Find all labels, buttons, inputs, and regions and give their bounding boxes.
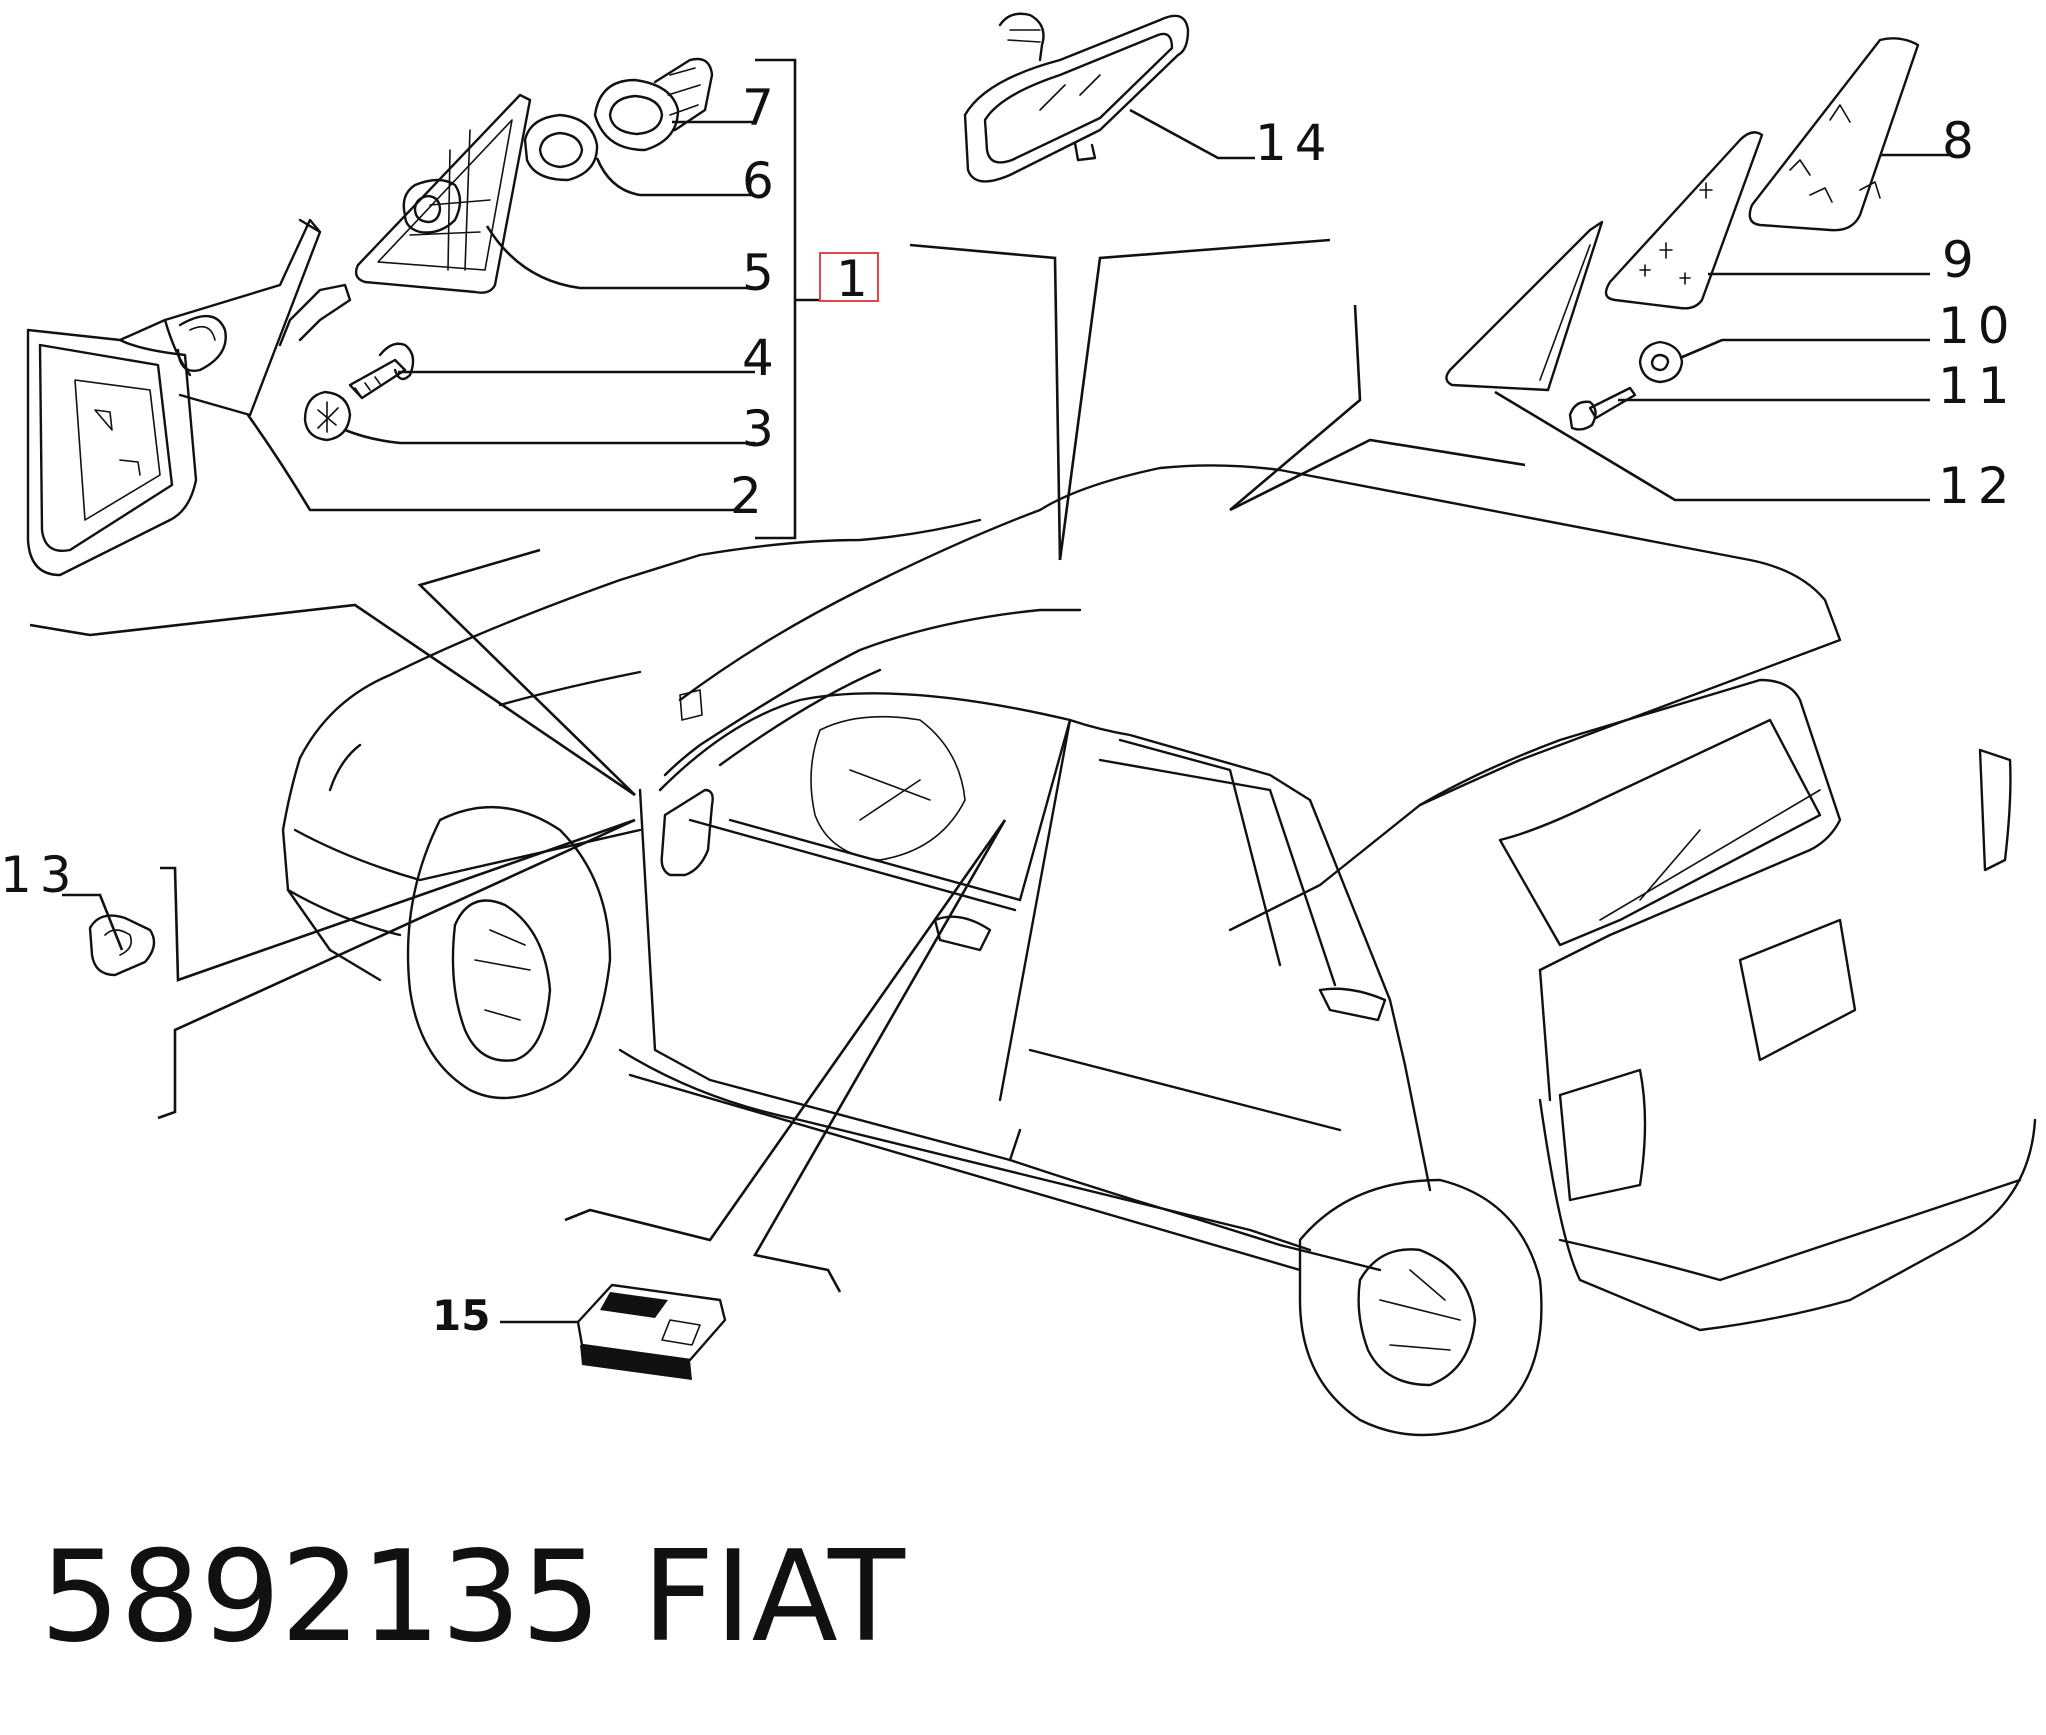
exterior-mirror-housing — [26, 218, 352, 577]
quarter-trim-cover — [1748, 37, 1920, 232]
callout-9: 9 — [1942, 231, 1982, 289]
mirror-grommet — [523, 113, 599, 182]
mirror-washer — [303, 390, 352, 442]
car-illustration — [281, 464, 2037, 1437]
callout-leaders-quarter — [1494, 153, 1950, 502]
callout-10: 10 — [1938, 297, 2018, 355]
door-clip — [62, 893, 156, 977]
callout-8: 8 — [1942, 112, 1982, 170]
brand-name: FIAT — [642, 1523, 906, 1670]
callout-leaders-mirror — [246, 58, 820, 540]
quarter-screw — [1568, 386, 1637, 431]
callout-7: 7 — [742, 79, 782, 137]
callout-2: 2 — [730, 467, 770, 525]
quarter-washer — [1638, 340, 1684, 384]
mirror-control-switch — [500, 1283, 727, 1380]
callout-15: 15 — [432, 1291, 490, 1340]
rearview-mirror — [963, 12, 1255, 183]
car-pointer-lines — [29, 238, 1526, 1293]
callout-1: 1 — [836, 250, 876, 308]
mirror-adjust-knob-cover — [593, 57, 714, 152]
callout-3: 3 — [742, 400, 782, 458]
callout-12: 12 — [1938, 457, 2018, 515]
highlight-box — [819, 252, 879, 302]
callout-13: 13 — [0, 846, 80, 904]
callout-5: 5 — [742, 244, 782, 302]
callout-14: 14 — [1255, 114, 1335, 172]
mirror-screw — [348, 342, 415, 400]
callout-11: 11 — [1938, 357, 2018, 415]
quarter-glass — [1445, 220, 1604, 392]
mirror-mount-bracket — [354, 93, 532, 294]
quarter-trim-inner — [1604, 131, 1764, 310]
callout-4: 4 — [742, 329, 782, 387]
part-number: 5892135 — [40, 1523, 601, 1670]
callout-6: 6 — [742, 152, 782, 210]
